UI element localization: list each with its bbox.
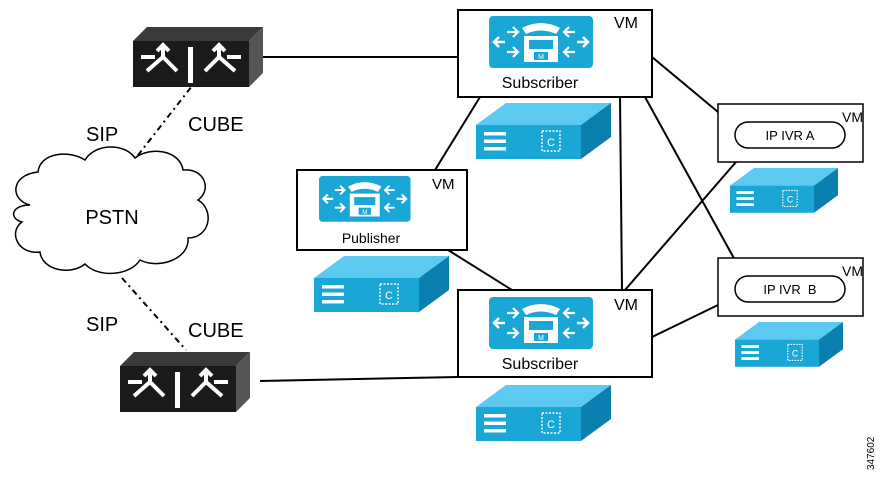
- link-publisher-subscriber-bottom: [447, 249, 513, 291]
- cube-router-icon: [118, 350, 252, 414]
- sip-links: [121, 85, 193, 351]
- unified-cm-icon: [317, 174, 412, 223]
- link-publisher-subscriber-top: [434, 96, 481, 171]
- cube-label-bottom: CUBE: [188, 320, 244, 342]
- vm-ivr-b: IP IVR B VM: [717, 257, 864, 317]
- sip-label-top: SIP: [86, 124, 118, 146]
- ivr-b-pill: [734, 275, 846, 303]
- vm-label: VM: [614, 297, 638, 314]
- publisher-label: Publisher: [342, 230, 401, 246]
- sip-link-top: [127, 85, 193, 169]
- connection-lines: [259, 56, 737, 382]
- unified-cm-icon: [487, 295, 595, 351]
- subscriber-bottom-label: Subscriber: [502, 356, 579, 373]
- ucs-server-icon: [475, 102, 612, 160]
- link-subscriber-bottom-ivr-a: [624, 161, 737, 291]
- pstn-label: PSTN: [85, 207, 138, 229]
- vm-ivr-a: IP IVR A VM: [717, 103, 864, 163]
- ivr-b-label: IP IVR B: [763, 282, 816, 297]
- ucs-server-icon: [313, 255, 450, 313]
- vm-subscriber-bottom: Subscriber VM: [457, 289, 653, 378]
- sip-link-bottom: [121, 277, 187, 351]
- vm-subscriber-top: Subscriber VM: [457, 9, 653, 98]
- vm-label: VM: [614, 15, 638, 32]
- cube-label-top: CUBE: [188, 114, 244, 136]
- link-subscriber-top-subscriber-bottom: [619, 96, 623, 291]
- subscriber-top-label: Subscriber: [502, 75, 579, 92]
- ucs-server-icon: [729, 167, 839, 214]
- ucs-server-icon: [475, 384, 612, 442]
- vm-label: VM: [842, 109, 863, 125]
- cube-router-icon: [131, 25, 265, 89]
- pstn-cloud-icon: [12, 146, 209, 275]
- vm-publisher: Publisher VM: [296, 169, 468, 251]
- ucs-server-icon: [734, 321, 844, 368]
- figure-id-label: 347602: [866, 436, 877, 470]
- ivr-a-pill: [734, 121, 846, 149]
- link-subscriber-top-ivr-a: [651, 56, 719, 113]
- vm-label: VM: [842, 263, 863, 279]
- ivr-a-label: IP IVR A: [766, 128, 815, 143]
- vm-label: VM: [432, 176, 455, 193]
- link-subscriber-top-ivr-b: [644, 96, 737, 263]
- link-subscriber-bottom-ivr-b: [651, 304, 719, 338]
- link-cube-bottom-subscriber-bottom: [259, 376, 459, 382]
- sip-label-bottom: SIP: [86, 314, 118, 336]
- unified-cm-icon: [487, 14, 595, 70]
